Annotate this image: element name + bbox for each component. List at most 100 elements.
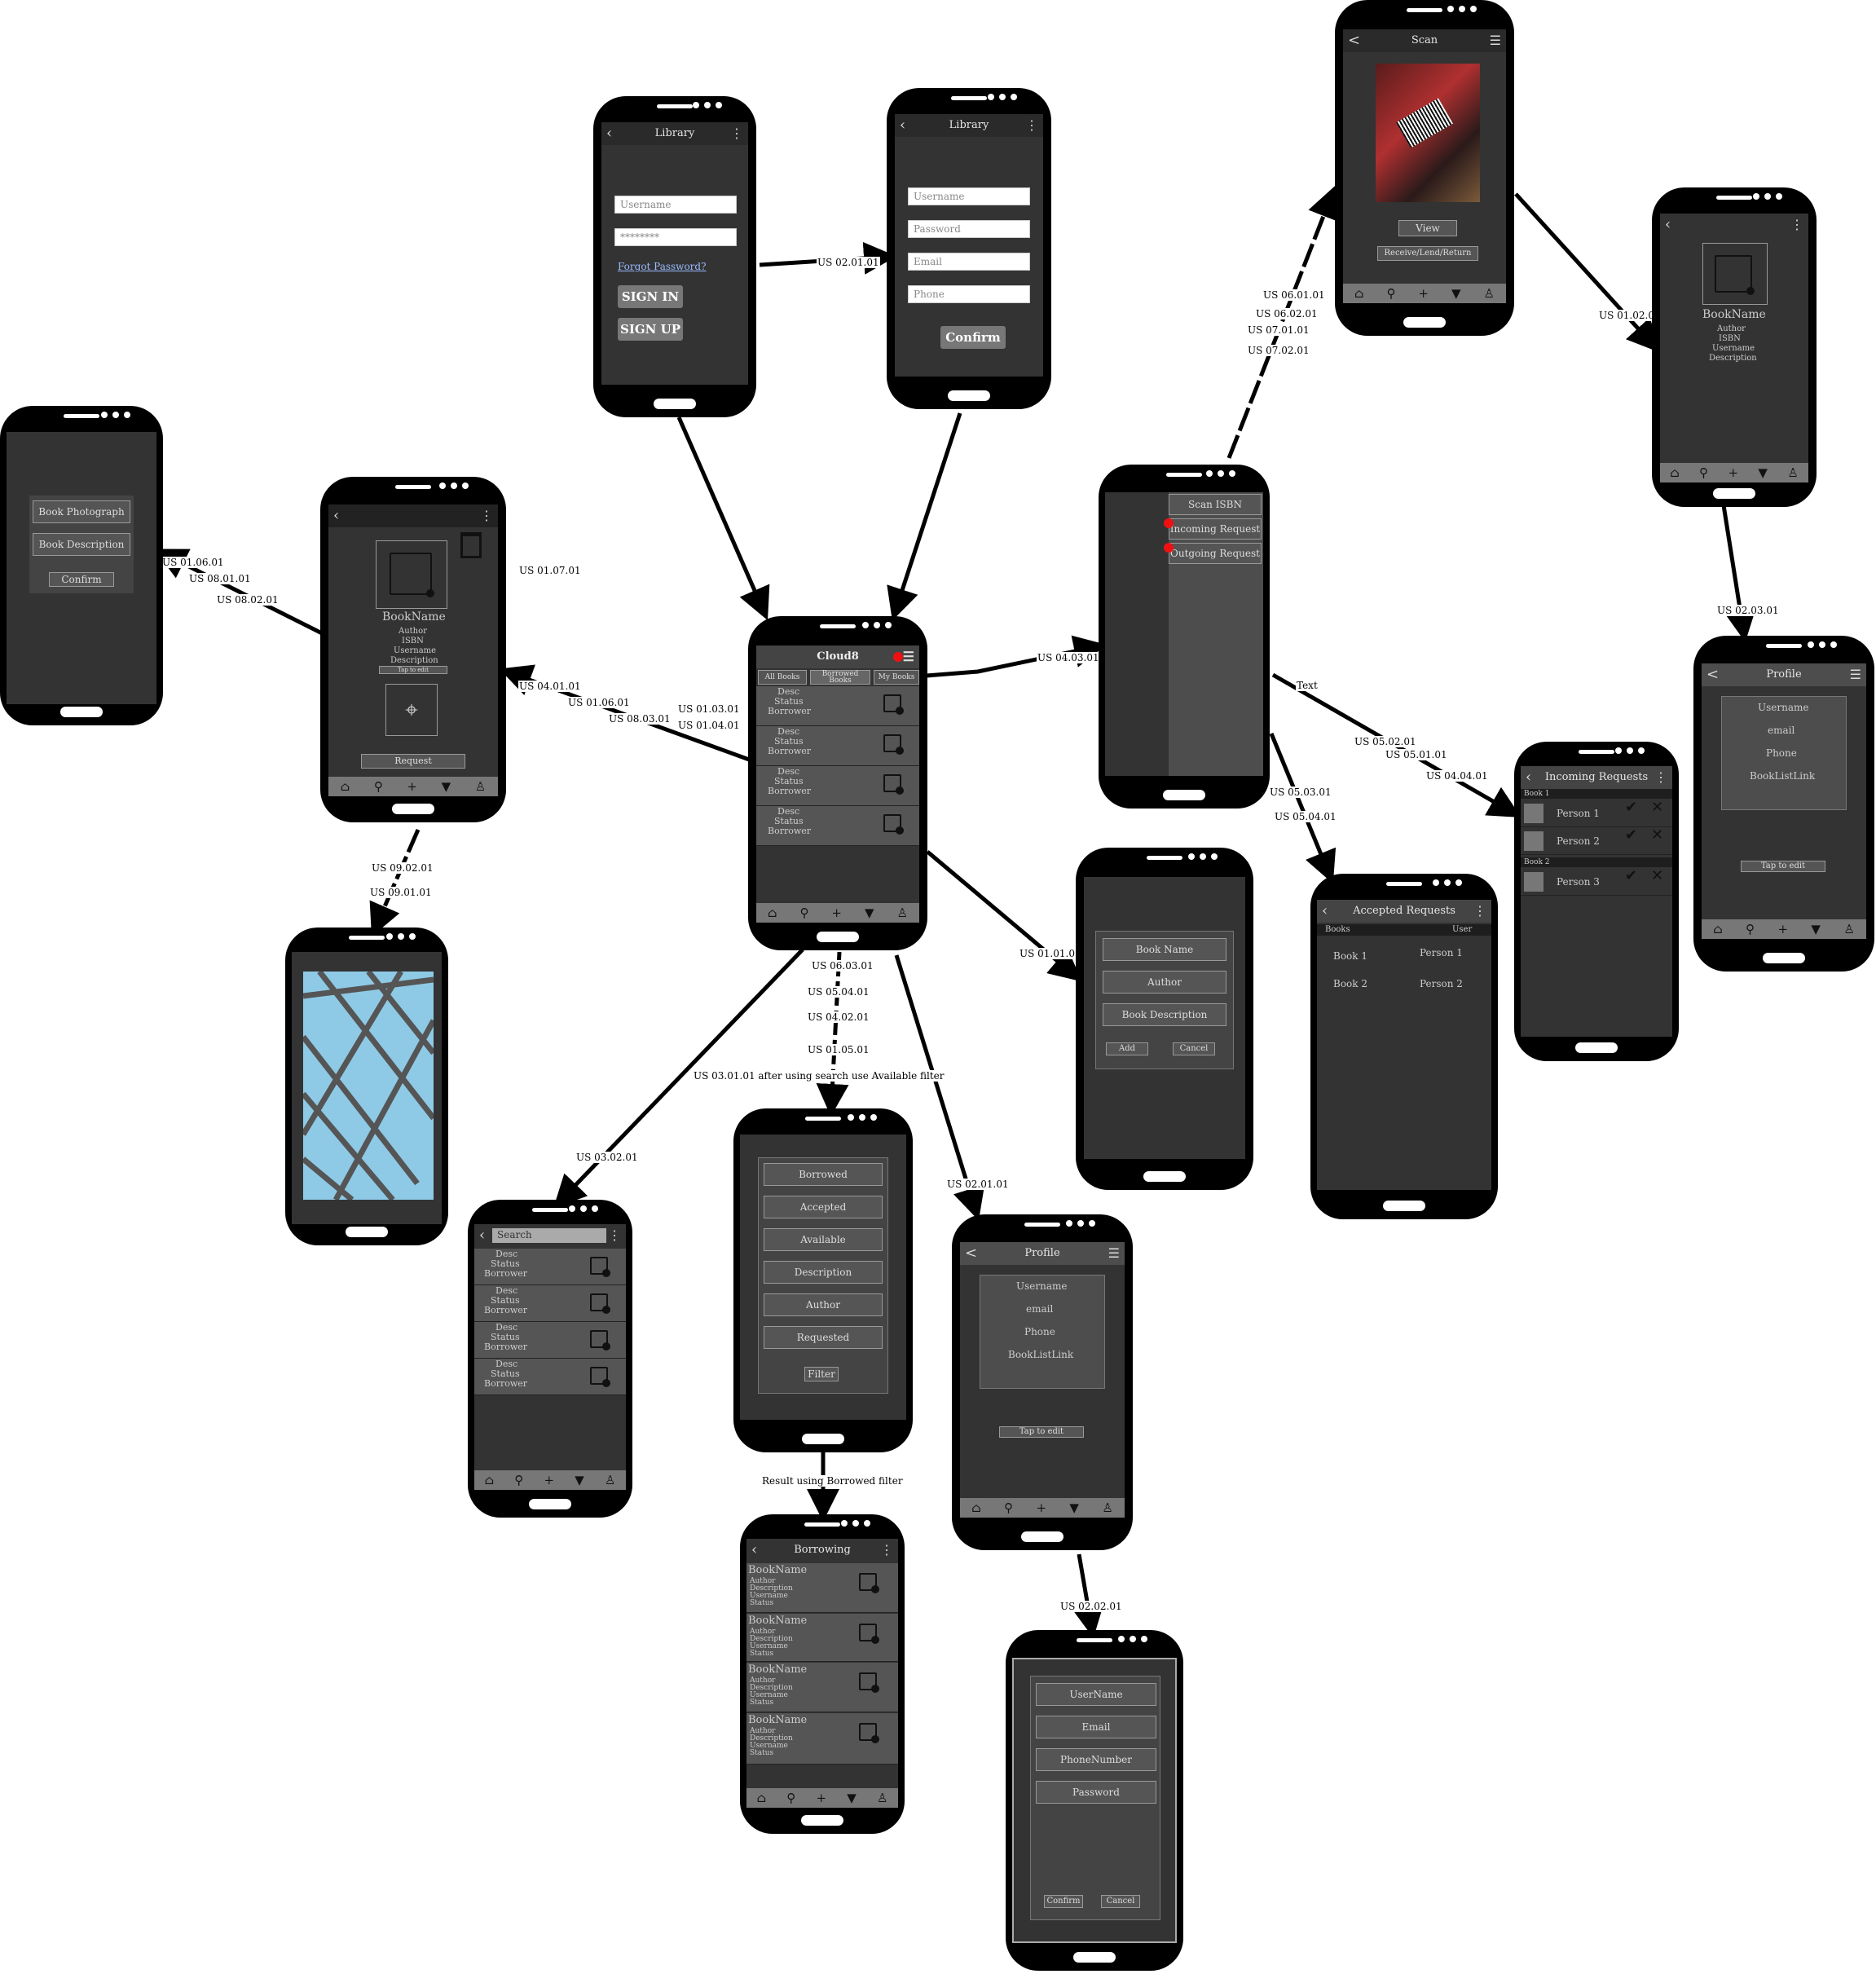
back-icon[interactable]: ‹ xyxy=(1322,902,1328,919)
add-button[interactable]: Add xyxy=(1106,1042,1148,1055)
tap-to-edit-button[interactable]: Tap to edit xyxy=(999,1426,1084,1438)
list-icon[interactable]: ☰ xyxy=(1489,33,1501,48)
outgoing-request-button[interactable]: Outgoing Request xyxy=(1169,543,1262,564)
home-icon[interactable]: ⌂ xyxy=(484,1473,495,1487)
list-icon[interactable]: ☰ xyxy=(1849,667,1861,682)
filter-option-borrowed[interactable]: Borrowed xyxy=(764,1163,883,1186)
tab-my-books[interactable]: My Books xyxy=(874,670,919,685)
user-icon[interactable]: ♙ xyxy=(474,779,487,794)
phone-number-field[interactable]: PhoneNumber xyxy=(1036,1748,1156,1771)
menu-icon[interactable]: ⋮ xyxy=(480,508,493,523)
user-icon[interactable]: ♙ xyxy=(604,1473,616,1487)
book-info-icon[interactable] xyxy=(859,1672,879,1693)
add-icon[interactable]: + xyxy=(816,1791,827,1805)
book-info-icon[interactable] xyxy=(883,774,904,795)
reject-icon[interactable]: ✕ xyxy=(1651,799,1664,816)
request-button[interactable]: Request xyxy=(361,754,465,769)
view-button[interactable]: View xyxy=(1398,220,1457,236)
search-input[interactable]: Search xyxy=(492,1228,606,1243)
profile-booklist-link[interactable]: BookListLink xyxy=(1008,1349,1074,1360)
back-icon[interactable]: ‹ xyxy=(1526,769,1532,786)
tab-borrowed-books[interactable]: Borrowed Books xyxy=(810,670,870,685)
add-icon[interactable]: + xyxy=(831,905,842,920)
filter-icon[interactable]: ▼ xyxy=(1811,922,1821,936)
home-icon[interactable]: ⌂ xyxy=(340,779,350,794)
tap-to-edit-button[interactable]: Tap to edit xyxy=(379,666,447,674)
book-info-icon[interactable] xyxy=(883,694,904,715)
back-icon[interactable]: ‹ xyxy=(479,1227,486,1244)
trash-icon[interactable] xyxy=(460,532,482,558)
user-icon[interactable]: ♙ xyxy=(1102,1500,1113,1515)
username-field[interactable]: Username xyxy=(908,187,1030,205)
email-field[interactable]: Email xyxy=(1036,1716,1156,1738)
list-icon[interactable]: ☰ xyxy=(1108,1245,1120,1261)
receive-lend-return-button[interactable]: Receive/Lend/Return xyxy=(1377,246,1478,261)
search-icon[interactable]: ⚲ xyxy=(1699,465,1709,480)
map-view[interactable] xyxy=(303,972,434,1200)
filter-icon[interactable]: ▼ xyxy=(575,1473,584,1487)
back-icon[interactable]: < xyxy=(965,1245,978,1262)
back-icon[interactable]: ‹ xyxy=(333,507,340,524)
filter-option-accepted[interactable]: Accepted xyxy=(764,1196,883,1218)
search-icon[interactable]: ⚲ xyxy=(799,905,809,920)
back-icon[interactable]: ‹ xyxy=(900,117,906,134)
email-field[interactable]: Email xyxy=(908,253,1030,271)
username-field[interactable]: Username xyxy=(614,196,737,214)
add-icon[interactable]: + xyxy=(1777,922,1789,936)
add-icon[interactable]: + xyxy=(1728,465,1739,480)
back-icon[interactable]: ‹ xyxy=(606,125,613,142)
menu-icon[interactable]: ⋮ xyxy=(1473,903,1486,919)
back-icon[interactable]: < xyxy=(1706,666,1720,683)
filter-option-requested[interactable]: Requested xyxy=(764,1326,883,1349)
sign-up-button[interactable]: SIGN UP xyxy=(618,318,683,341)
accept-icon[interactable]: ✔ xyxy=(1625,867,1638,884)
menu-icon[interactable]: ⋮ xyxy=(1654,769,1667,785)
search-icon[interactable]: ⚲ xyxy=(1004,1500,1014,1515)
book-description-field[interactable]: Book Description xyxy=(1103,1003,1226,1026)
menu-icon[interactable]: ⋮ xyxy=(1790,217,1803,232)
author-field[interactable]: Author xyxy=(1103,971,1226,994)
book-info-icon[interactable] xyxy=(883,814,904,835)
add-icon[interactable]: + xyxy=(1418,286,1429,301)
reject-icon[interactable]: ✕ xyxy=(1651,867,1664,884)
book-description-button[interactable]: Book Description xyxy=(33,533,130,556)
filter-option-author[interactable]: Author xyxy=(764,1293,883,1316)
confirm-button[interactable]: Confirm xyxy=(49,572,114,587)
home-icon[interactable]: ⌂ xyxy=(1670,465,1680,480)
search-icon[interactable]: ⚲ xyxy=(1386,286,1396,301)
add-icon[interactable]: + xyxy=(544,1473,555,1487)
add-icon[interactable]: + xyxy=(407,779,417,794)
search-icon[interactable]: ⚲ xyxy=(514,1473,524,1487)
book-info-icon[interactable] xyxy=(590,1367,610,1387)
home-icon[interactable]: ⌂ xyxy=(1354,286,1364,301)
home-icon[interactable]: ⌂ xyxy=(1713,922,1723,936)
menu-icon[interactable]: ⋮ xyxy=(730,126,743,141)
book-info-icon[interactable] xyxy=(859,1723,879,1743)
filter-button[interactable]: Filter xyxy=(804,1367,839,1381)
book-info-icon[interactable] xyxy=(590,1293,610,1314)
tap-to-edit-button[interactable]: Tap to edit xyxy=(1741,861,1825,872)
search-icon[interactable]: ⚲ xyxy=(786,1791,796,1805)
password-field[interactable]: Password xyxy=(1036,1781,1156,1804)
password-field[interactable]: ******** xyxy=(614,228,737,246)
filter-icon[interactable]: ▼ xyxy=(1451,286,1461,301)
forgot-password-link[interactable]: Forgot Password? xyxy=(618,261,707,272)
add-icon[interactable]: + xyxy=(1036,1500,1047,1515)
user-icon[interactable]: ♙ xyxy=(896,905,908,920)
filter-option-description[interactable]: Description xyxy=(764,1261,883,1284)
filter-icon[interactable]: ▼ xyxy=(441,779,451,794)
incoming-request-button[interactable]: Incoming Request xyxy=(1169,518,1262,540)
list-icon[interactable]: ☰ xyxy=(902,649,914,664)
menu-icon[interactable]: ⋮ xyxy=(608,1227,621,1243)
search-icon[interactable]: ⚲ xyxy=(373,779,383,794)
